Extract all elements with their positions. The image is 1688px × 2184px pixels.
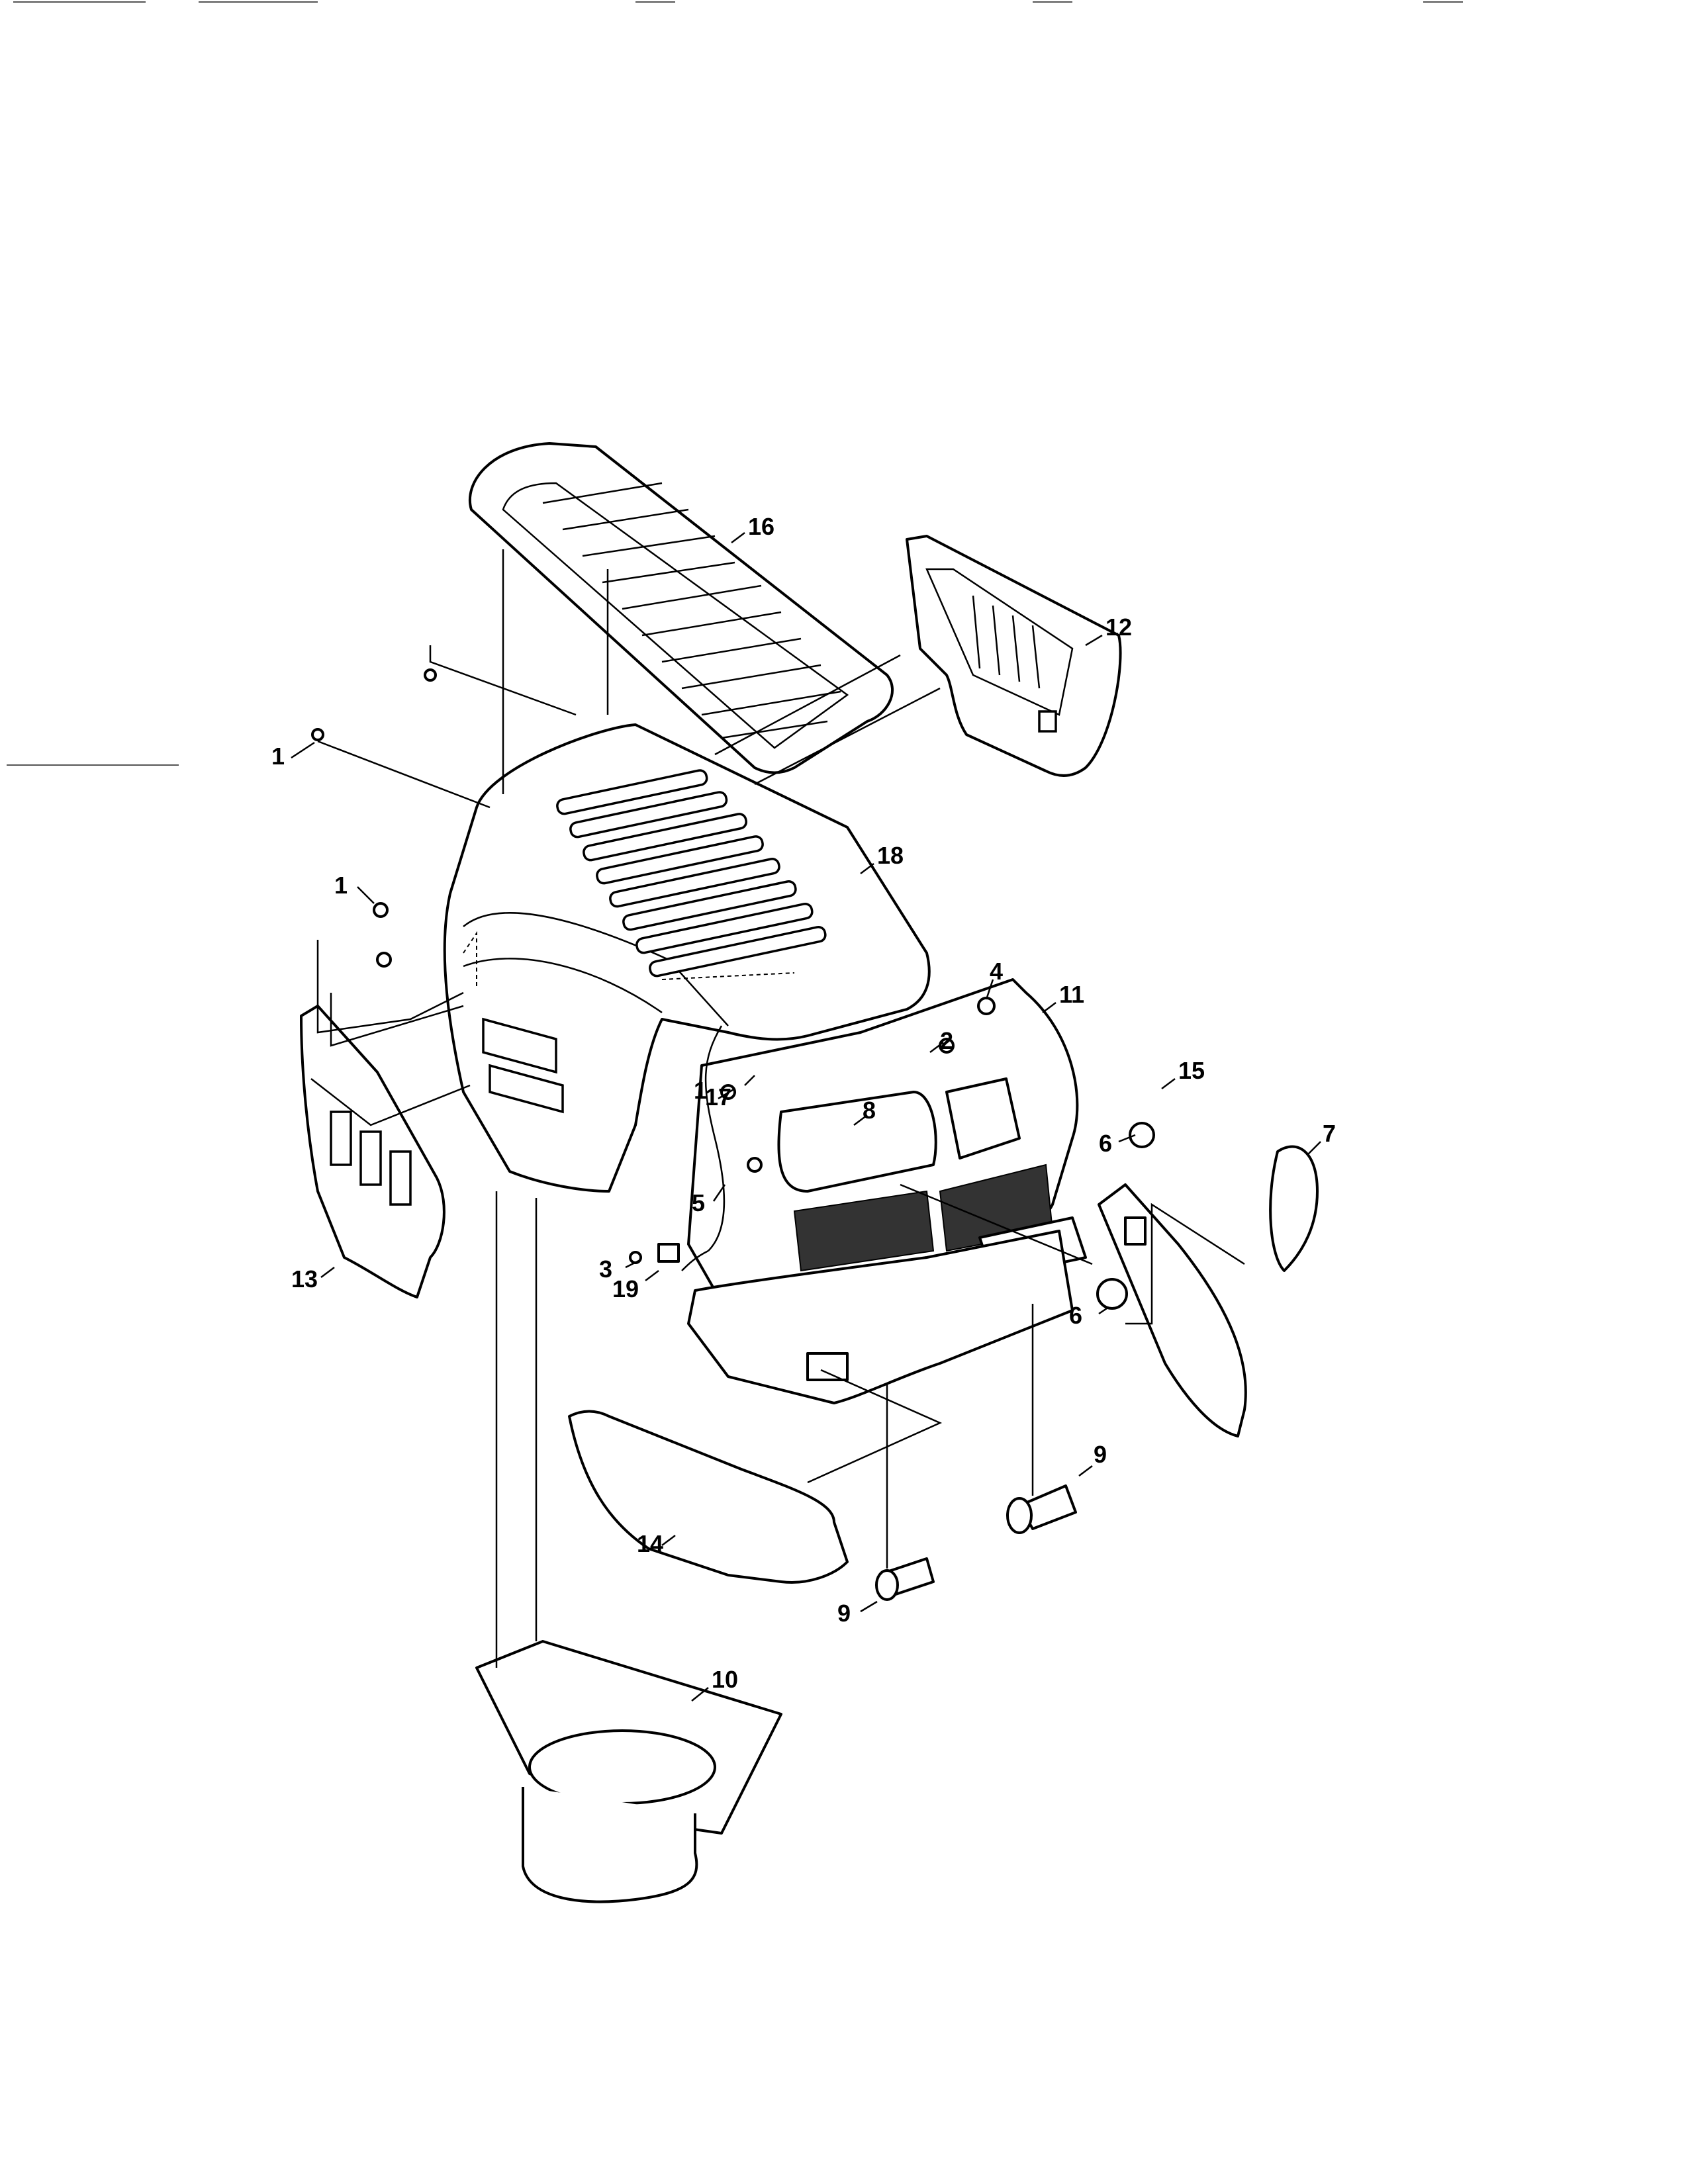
part-15-right-side-panel bbox=[1098, 1183, 1247, 1437]
hood-vent-slots bbox=[556, 769, 827, 978]
callout-11: 11 bbox=[1059, 981, 1084, 1008]
callout-15: 15 bbox=[1178, 1057, 1205, 1084]
fasteners bbox=[311, 668, 1155, 1601]
callout-7: 7 bbox=[1323, 1120, 1336, 1147]
callout-17: 17 bbox=[705, 1083, 731, 1111]
part-14-lower-skirt bbox=[568, 1410, 849, 1584]
wire-harness bbox=[681, 1025, 726, 1271]
callout-9-right: 9 bbox=[1094, 1441, 1107, 1468]
callout-14: 14 bbox=[637, 1530, 663, 1557]
callout-18: 18 bbox=[877, 842, 904, 869]
callout-leaders bbox=[291, 532, 1321, 1702]
callout-12: 12 bbox=[1105, 614, 1132, 641]
callout-2: 2 bbox=[940, 1027, 953, 1054]
callout-19: 19 bbox=[612, 1275, 639, 1302]
part-10-lower-tray bbox=[475, 1640, 782, 1903]
callout-10: 10 bbox=[712, 1666, 738, 1693]
callout-13: 13 bbox=[291, 1265, 318, 1293]
callout-1-left: 1 bbox=[334, 872, 348, 899]
callout-16: 16 bbox=[748, 513, 774, 540]
grille-slats bbox=[542, 482, 841, 739]
callout-6-upper: 6 bbox=[1099, 1130, 1112, 1157]
part-7-trim-strip bbox=[1269, 1145, 1319, 1272]
callout-5: 5 bbox=[692, 1189, 705, 1216]
callout-1-mid: 1 bbox=[694, 1077, 707, 1104]
scan-artifacts bbox=[7, 1, 1463, 766]
callout-1-top: 1 bbox=[271, 743, 285, 770]
part-18-hood bbox=[443, 723, 931, 1193]
assembly-lines bbox=[310, 549, 1245, 1668]
part-16-hood-grille-insert bbox=[468, 442, 894, 774]
callout-6-lower: 6 bbox=[1069, 1302, 1082, 1329]
callout-labels: 1 1 1 2 3 4 5 6 6 7 8 9 9 10 11 12 13 14… bbox=[271, 513, 1336, 1693]
callout-9-bottom: 9 bbox=[837, 1600, 851, 1627]
hidden-lines bbox=[463, 931, 795, 986]
callout-4: 4 bbox=[990, 958, 1003, 985]
front-bumper-base bbox=[687, 1230, 1074, 1404]
part-13-left-side-panel bbox=[300, 1005, 445, 1298]
part-12-dash-bracket bbox=[906, 535, 1122, 777]
callout-8: 8 bbox=[863, 1097, 876, 1124]
callout-3: 3 bbox=[599, 1255, 612, 1283]
part-11-front-grille-housing bbox=[687, 978, 1087, 1297]
